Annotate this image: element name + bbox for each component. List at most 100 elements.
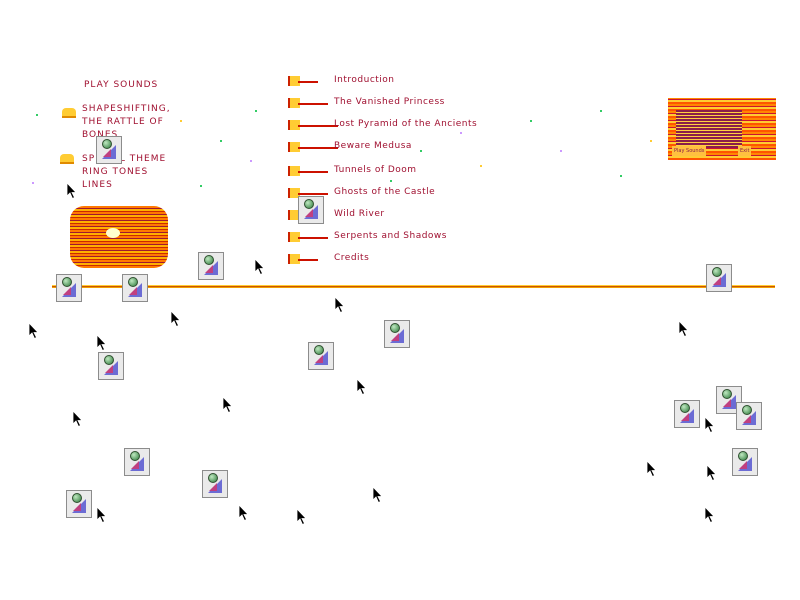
ring-bullet-icon xyxy=(60,154,74,164)
menu-item-label[interactable]: Lost Pyramid of the Ancients xyxy=(334,119,478,129)
ring-bullet-icon xyxy=(288,98,300,108)
image-shape xyxy=(205,265,213,273)
broken-image-icon xyxy=(298,196,324,224)
broken-image-icon xyxy=(706,264,732,292)
globe-icon xyxy=(390,323,400,333)
menu-item-rule xyxy=(298,171,328,173)
globe-icon xyxy=(304,199,314,209)
ring-bullet-icon xyxy=(288,254,300,264)
menu-item-rule xyxy=(298,237,328,239)
broken-image-icon xyxy=(674,400,700,428)
globe-icon xyxy=(130,451,140,461)
menu-item-label[interactable]: Wild River xyxy=(334,209,385,219)
broken-image-icon xyxy=(98,352,124,380)
globe-icon xyxy=(742,405,752,415)
arrow-cursor-icon xyxy=(170,310,181,328)
image-shape xyxy=(739,461,747,469)
globe-icon xyxy=(208,473,218,483)
globe-icon xyxy=(680,403,690,413)
highlight-glow xyxy=(106,228,120,238)
broken-image-icon xyxy=(384,320,410,348)
arrow-cursor-icon xyxy=(96,506,107,524)
menu-item-label[interactable]: Ghosts of the Castle xyxy=(334,187,436,197)
left-menu-shapeshifting-2[interactable]: THE RATTLE OF xyxy=(82,117,164,127)
broken-image-icon xyxy=(308,342,334,370)
image-shape xyxy=(209,483,217,491)
left-menu-play-sounds[interactable]: PLAY SOUNDS xyxy=(84,80,159,90)
decorative-flame-image xyxy=(70,206,168,268)
ring-bullet-icon xyxy=(62,108,76,118)
globe-icon xyxy=(722,389,732,399)
broken-image-icon xyxy=(124,448,150,476)
image-shape xyxy=(315,355,323,363)
image-shape xyxy=(105,365,113,373)
horizontal-divider xyxy=(52,285,775,288)
left-menu-shapeshifting-3[interactable]: BONES xyxy=(82,130,119,140)
image-shape xyxy=(131,461,139,469)
broken-image-icon xyxy=(122,274,148,302)
arrow-cursor-icon xyxy=(678,320,689,338)
image-shape xyxy=(305,209,313,217)
image-shape xyxy=(391,333,399,341)
menu-item-rule xyxy=(298,103,328,105)
ring-bullet-icon xyxy=(288,120,300,130)
ring-bullet-icon xyxy=(288,76,300,86)
banner-play-sounds-button[interactable]: Play Sounds xyxy=(672,146,707,156)
image-shape xyxy=(723,399,731,407)
menu-item-label[interactable]: Serpents and Shadows xyxy=(334,231,447,241)
left-menu-ring-tones-2[interactable]: RING TONES xyxy=(82,167,149,177)
arrow-cursor-icon xyxy=(704,416,715,434)
arrow-cursor-icon xyxy=(704,506,715,524)
image-shape xyxy=(103,149,111,157)
title-banner-image: Play Sounds Exit xyxy=(668,98,776,160)
arrow-cursor-icon xyxy=(254,258,265,276)
globe-icon xyxy=(738,451,748,461)
menu-item-rule xyxy=(298,193,328,195)
image-shape xyxy=(713,277,721,285)
menu-item-rule xyxy=(298,147,338,149)
arrow-cursor-icon xyxy=(72,410,83,428)
menu-item-label[interactable]: The Vanished Princess xyxy=(334,97,445,107)
arrow-cursor-icon xyxy=(222,396,233,414)
menu-item-rule xyxy=(298,81,318,83)
broken-image-icon xyxy=(736,402,762,430)
arrow-cursor-icon xyxy=(238,504,249,522)
arrow-cursor-icon xyxy=(66,182,77,200)
arrow-cursor-icon xyxy=(356,378,367,396)
banner-panel xyxy=(676,110,742,148)
menu-item-label[interactable]: Tunnels of Doom xyxy=(334,165,417,175)
menu-item-label[interactable]: Introduction xyxy=(334,75,395,85)
arrow-cursor-icon xyxy=(296,508,307,526)
ring-bullet-icon xyxy=(288,142,300,152)
globe-icon xyxy=(712,267,722,277)
globe-icon xyxy=(102,139,112,149)
arrow-cursor-icon xyxy=(372,486,383,504)
left-menu-shapeshifting-1[interactable]: SHAPESHIFTING, xyxy=(82,104,171,114)
ring-bullet-icon xyxy=(288,232,300,242)
globe-icon xyxy=(204,255,214,265)
image-shape xyxy=(129,287,137,295)
broken-image-icon xyxy=(56,274,82,302)
broken-image-icon xyxy=(198,252,224,280)
ring-bullet-icon xyxy=(288,166,300,176)
arrow-cursor-icon xyxy=(28,322,39,340)
globe-icon xyxy=(128,277,138,287)
image-shape xyxy=(743,415,751,423)
left-menu-ring-tones-1[interactable]: SPECIAL THEME xyxy=(82,154,167,164)
broken-image-icon xyxy=(732,448,758,476)
menu-item-label[interactable]: Credits xyxy=(334,253,370,263)
menu-item-rule xyxy=(298,125,338,127)
broken-image-icon xyxy=(96,136,122,164)
menu-item-rule xyxy=(298,259,318,261)
broken-image-icon xyxy=(66,490,92,518)
arrow-cursor-icon xyxy=(96,334,107,352)
arrow-cursor-icon xyxy=(646,460,657,478)
image-shape xyxy=(681,413,689,421)
menu-item-label[interactable]: Beware Medusa xyxy=(334,141,412,151)
broken-image-icon xyxy=(202,470,228,498)
ring-bullet-icon xyxy=(288,188,300,198)
globe-icon xyxy=(72,493,82,503)
left-menu-ring-tones-3[interactable]: LINES xyxy=(82,180,113,190)
banner-exit-button[interactable]: Exit xyxy=(738,146,752,156)
